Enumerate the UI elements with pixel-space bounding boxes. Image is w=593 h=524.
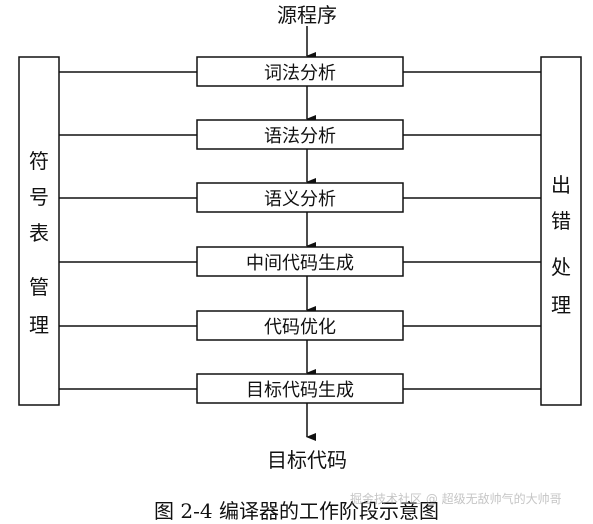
symbol-table-char: 号 (29, 185, 49, 209)
error-handling-char: 出 (551, 173, 571, 197)
stage-intermediate-code: 中间代码生成 (59, 246, 541, 277)
symbol-table-char: 管 (29, 275, 49, 299)
stage-syntax-analysis: 语法分析 (59, 119, 541, 150)
watermark: 掘金技术社区 @ 超级无敌帅气的大帅哥 (350, 492, 562, 506)
stage-label: 语义分析 (264, 189, 336, 210)
stage-label: 词法分析 (264, 63, 336, 84)
input-label: 源程序 (277, 3, 337, 27)
stage-list: 词法分析 语法分析 语义分析 中间代码生成 代码优化 (59, 56, 541, 404)
symbol-table-char: 表 (29, 221, 49, 245)
stage-label: 语法分析 (264, 126, 336, 147)
stage-box (196, 182, 404, 213)
error-handling-char: 理 (551, 293, 571, 317)
stage-lexical-analysis: 词法分析 (59, 56, 541, 87)
stage-box (196, 56, 404, 87)
output-label: 目标代码 (267, 448, 347, 472)
error-handling-char: 错 (551, 209, 571, 233)
stage-target-code: 目标代码生成 (59, 373, 541, 404)
stage-code-optimization: 代码优化 (59, 310, 541, 341)
stage-label: 中间代码生成 (246, 253, 354, 274)
stage-box (196, 373, 404, 404)
figure-caption: 图 2-4 编译器的工作阶段示意图 (154, 499, 439, 523)
stage-label: 代码优化 (264, 317, 336, 338)
stage-box (196, 310, 404, 341)
stage-semantic-analysis: 语义分析 (59, 182, 541, 213)
symbol-table-label: 符 号 表 管 理 (29, 149, 49, 337)
symbol-table-char: 理 (29, 313, 49, 337)
error-handling-box (540, 56, 582, 406)
symbol-table-char: 符 (29, 149, 49, 173)
stage-box (196, 246, 404, 277)
stage-label: 目标代码生成 (246, 380, 354, 401)
error-handling-label: 出 错 处 理 (551, 173, 571, 317)
symbol-table-box (18, 56, 60, 406)
stage-box (196, 119, 404, 150)
error-handling-char: 处 (551, 255, 571, 279)
